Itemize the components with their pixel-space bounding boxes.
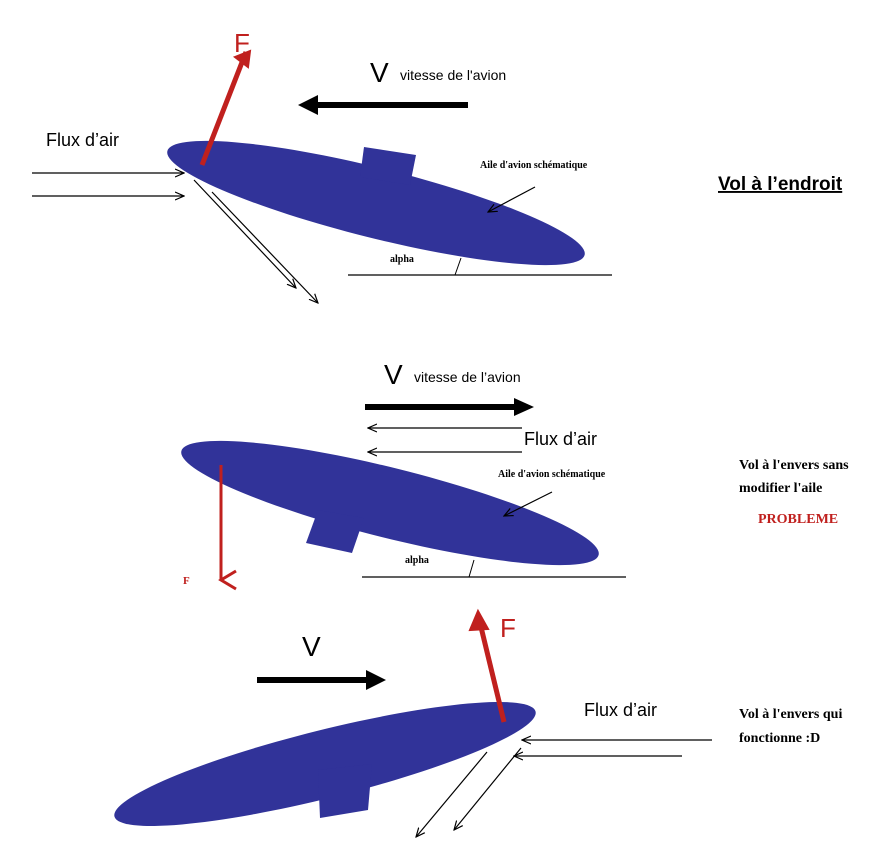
panel-upright-flight: alpha F V vitesse de l'avion Flux d’air … — [32, 28, 843, 303]
force-arrow-3 — [478, 626, 507, 723]
wing-caption-1: Aile d'avion schématique — [480, 160, 588, 171]
speed-arrow-2-head — [514, 398, 534, 416]
force-label-1: F — [234, 28, 250, 58]
angle-label-2: alpha — [405, 555, 429, 566]
wing-3 — [114, 701, 536, 827]
inverted-note-line2: modifier l'aile — [739, 481, 822, 496]
wing-caption-2: Aile d'avion schématique — [498, 469, 606, 480]
wing-3-fin — [318, 764, 372, 818]
speed-symbol-3: V — [302, 631, 321, 662]
wing-1-body — [167, 140, 585, 266]
panel-inverted-unmodified: alpha V vitesse de l’avion Flux d’air Ai… — [181, 359, 849, 591]
airflow-out-arrow-3a — [416, 751, 488, 837]
speed-arrow-1-head — [298, 95, 318, 115]
wing-pointer-1 — [488, 186, 536, 212]
wing-pointer-2 — [504, 491, 553, 516]
airflow-out-arrow-1a — [193, 179, 296, 288]
angle-mark-2 — [468, 559, 475, 578]
inverted-note-line1: Vol à l'envers sans — [739, 458, 849, 473]
force-label-2: F — [183, 575, 190, 587]
working-note-line2: fonctionne :D — [739, 731, 820, 746]
force-arrow-1 — [199, 51, 249, 166]
speed-arrow-3-head — [366, 670, 386, 690]
speed-caption-2: vitesse de l’avion — [414, 369, 521, 385]
problem-label: PROBLEME — [758, 512, 838, 527]
force-arrow-1-head — [232, 49, 252, 69]
wing-1-fin — [360, 147, 416, 185]
wing-3-body — [114, 701, 536, 827]
upright-flight-title: Vol à l’endroit — [718, 174, 843, 195]
wing-1 — [167, 140, 585, 266]
panel-inverted-working: V F Flux d’air Vol à l'envers qui foncti… — [114, 608, 842, 843]
working-note-line1: Vol à l'envers qui — [739, 707, 842, 722]
angle-label-1: alpha — [390, 254, 414, 265]
speed-symbol-2: V — [384, 359, 403, 390]
wing-2-fin — [306, 510, 364, 553]
airflow-label-1: Flux d’air — [46, 130, 119, 150]
force-label-3: F — [500, 613, 516, 643]
wing-2 — [181, 440, 599, 566]
airflow-out-arrow-3b — [454, 747, 522, 830]
angle-mark-1 — [454, 257, 462, 276]
airflow-out-arrow-1b — [211, 191, 318, 303]
airflow-label-2: Flux d’air — [524, 429, 597, 449]
speed-caption-1: vitesse de l'avion — [400, 67, 506, 83]
airflow-label-3: Flux d’air — [584, 700, 657, 720]
force-arrow-3-head — [468, 608, 490, 632]
speed-symbol-1: V — [370, 57, 389, 88]
wing-2-body — [181, 440, 599, 566]
